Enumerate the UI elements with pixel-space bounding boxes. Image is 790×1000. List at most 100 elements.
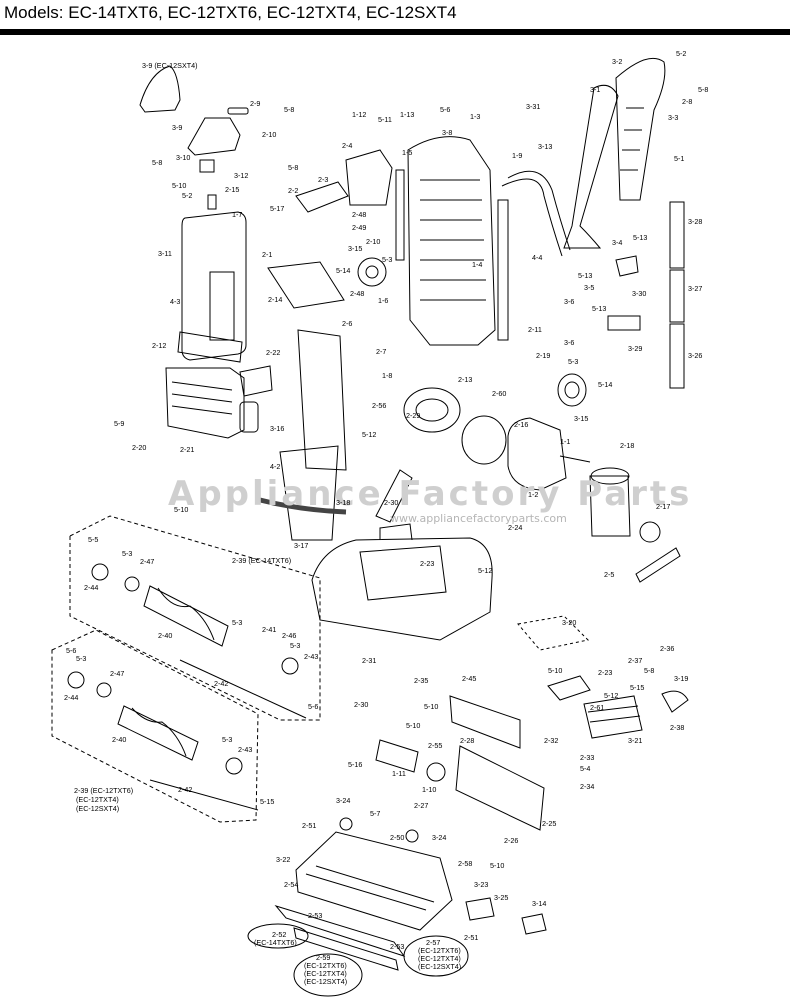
part-label: 2-52 xyxy=(272,930,286,939)
part-label: 5-8 xyxy=(644,666,654,675)
part-label: 2-55 xyxy=(428,741,442,750)
handle-base-drawing xyxy=(563,84,619,249)
duct-pipe-drawing xyxy=(375,469,413,523)
part-label: 3-9 xyxy=(172,123,182,132)
part-label: 2-3 xyxy=(318,175,328,184)
part-label: 2-43 xyxy=(304,652,318,661)
part-label: 2-11 xyxy=(528,325,542,334)
front-cover-drawing xyxy=(181,211,247,361)
part-label: 1-4 xyxy=(472,260,482,269)
part-label: 2-53 xyxy=(390,942,404,951)
brush-tool-drawing xyxy=(607,315,641,331)
part-label: 1-12 xyxy=(352,110,366,119)
foot-pedal-drawing xyxy=(583,695,643,739)
part-label: 5-12 xyxy=(362,430,376,439)
part-label: 2-38 xyxy=(670,723,684,732)
callout-2-57 xyxy=(403,935,469,977)
callout-2-59 xyxy=(293,953,363,997)
part-label: 2-45 xyxy=(462,674,476,683)
bin-latch-drawing xyxy=(239,401,259,433)
part-label: 2-27 xyxy=(414,801,428,810)
part-label: 1-9 xyxy=(512,151,522,160)
part-label: 2-44 xyxy=(84,583,98,592)
part-label: 5-12 xyxy=(478,566,492,575)
part-label: 3-15 xyxy=(574,414,588,423)
watermark-url: www.appliancefactoryparts.com xyxy=(390,512,567,525)
part-label: 1-13 xyxy=(400,110,414,119)
part-label: (EC-12TXT6) xyxy=(304,961,347,970)
part-label: 1-10 xyxy=(422,785,436,794)
part-label: 1-1 xyxy=(560,437,570,446)
bottom-plate-drawing xyxy=(295,831,453,931)
part-label: 2-43 xyxy=(238,745,252,754)
part-label: 5-8 xyxy=(698,85,708,94)
part-label: 2-6 xyxy=(342,319,352,328)
fan-wheel-drawing xyxy=(557,373,587,407)
part-label: 1-2 xyxy=(528,490,538,499)
part-label: 2-12 xyxy=(152,341,166,350)
part-label: 2-40 xyxy=(112,735,126,744)
part-label: 2-20 xyxy=(132,443,146,452)
main-body-drawing xyxy=(407,136,496,346)
part-label: 4-3 xyxy=(170,297,180,306)
part-label: 2-36 xyxy=(660,644,674,653)
part-label: 2-24 xyxy=(508,523,522,532)
brushroll-12-rod-drawing xyxy=(149,779,259,811)
part-label: 5-16 xyxy=(348,760,362,769)
part-label: 2-35 xyxy=(414,676,428,685)
part-label: 3-16 xyxy=(270,424,284,433)
filter-holder-drawing xyxy=(187,117,241,156)
part-label: 3-18 xyxy=(336,498,350,507)
bag-frame-drawing xyxy=(239,365,273,397)
part-label: 2-29 xyxy=(406,411,420,420)
nozzle-base-plate-drawing xyxy=(455,745,545,831)
brushroll-14-drawing xyxy=(143,585,229,647)
clip-right-drawing xyxy=(465,897,495,921)
part-label: 5-13 xyxy=(592,304,606,313)
part-label: 2-10 xyxy=(262,130,276,139)
bag-panel-drawing xyxy=(297,329,347,471)
part-label: 2-39 (EC-14TXT6) xyxy=(232,556,291,565)
part-label: 3-15 xyxy=(348,244,362,253)
part-label: 2-57 xyxy=(426,938,440,947)
hook-clip-drawing xyxy=(615,255,639,277)
part-label: 3-29 xyxy=(628,344,642,353)
brushroll-12-endcap-drawing xyxy=(67,671,85,689)
part-label: 2-47 xyxy=(140,557,154,566)
side-rail-drawing xyxy=(395,169,405,261)
roller-left-drawing xyxy=(339,817,353,831)
part-label: 2-53 xyxy=(308,911,322,920)
part-label: 2-28 xyxy=(460,736,474,745)
part-label: 5-3 xyxy=(568,357,578,366)
part-label: 5-8 xyxy=(288,163,298,172)
part-label: (EC-12SXT4) xyxy=(304,977,347,986)
part-label: 2-42 xyxy=(178,785,192,794)
lower-strap-drawing xyxy=(259,497,347,515)
part-label: (EC-12TXT6) xyxy=(418,946,461,955)
part-label: 5-12 xyxy=(604,691,618,700)
part-label: 2-60 xyxy=(492,389,506,398)
part-label: (EC-12SXT4) xyxy=(418,962,461,971)
motor-ring-drawing xyxy=(461,415,507,465)
part-label: 5-3 xyxy=(290,641,300,650)
part-label: 3-24 xyxy=(336,796,350,805)
small-clip-drawing xyxy=(227,107,249,115)
roller-right-drawing xyxy=(405,829,419,843)
spring-drawing xyxy=(207,194,217,210)
part-label: 2-22 xyxy=(266,348,280,357)
part-label: 2-48 xyxy=(350,289,364,298)
part-label: 5-13 xyxy=(633,233,647,242)
clip-small-drawing xyxy=(521,913,547,935)
base-strip-drawing xyxy=(274,905,406,957)
part-label: 5-5 xyxy=(88,535,98,544)
part-label: 1-8 xyxy=(382,371,392,380)
part-label: 3-10 xyxy=(176,153,190,162)
part-label: 2-41 xyxy=(262,625,276,634)
part-label: 5-8 xyxy=(152,158,162,167)
hose-drawing xyxy=(507,170,571,251)
part-label: 1-3 xyxy=(470,112,480,121)
switch-panel-drawing xyxy=(295,181,349,213)
part-label: 2-58 xyxy=(458,859,472,868)
wheel-axle-drawing xyxy=(375,739,419,773)
part-label: 2-44 xyxy=(64,693,78,702)
